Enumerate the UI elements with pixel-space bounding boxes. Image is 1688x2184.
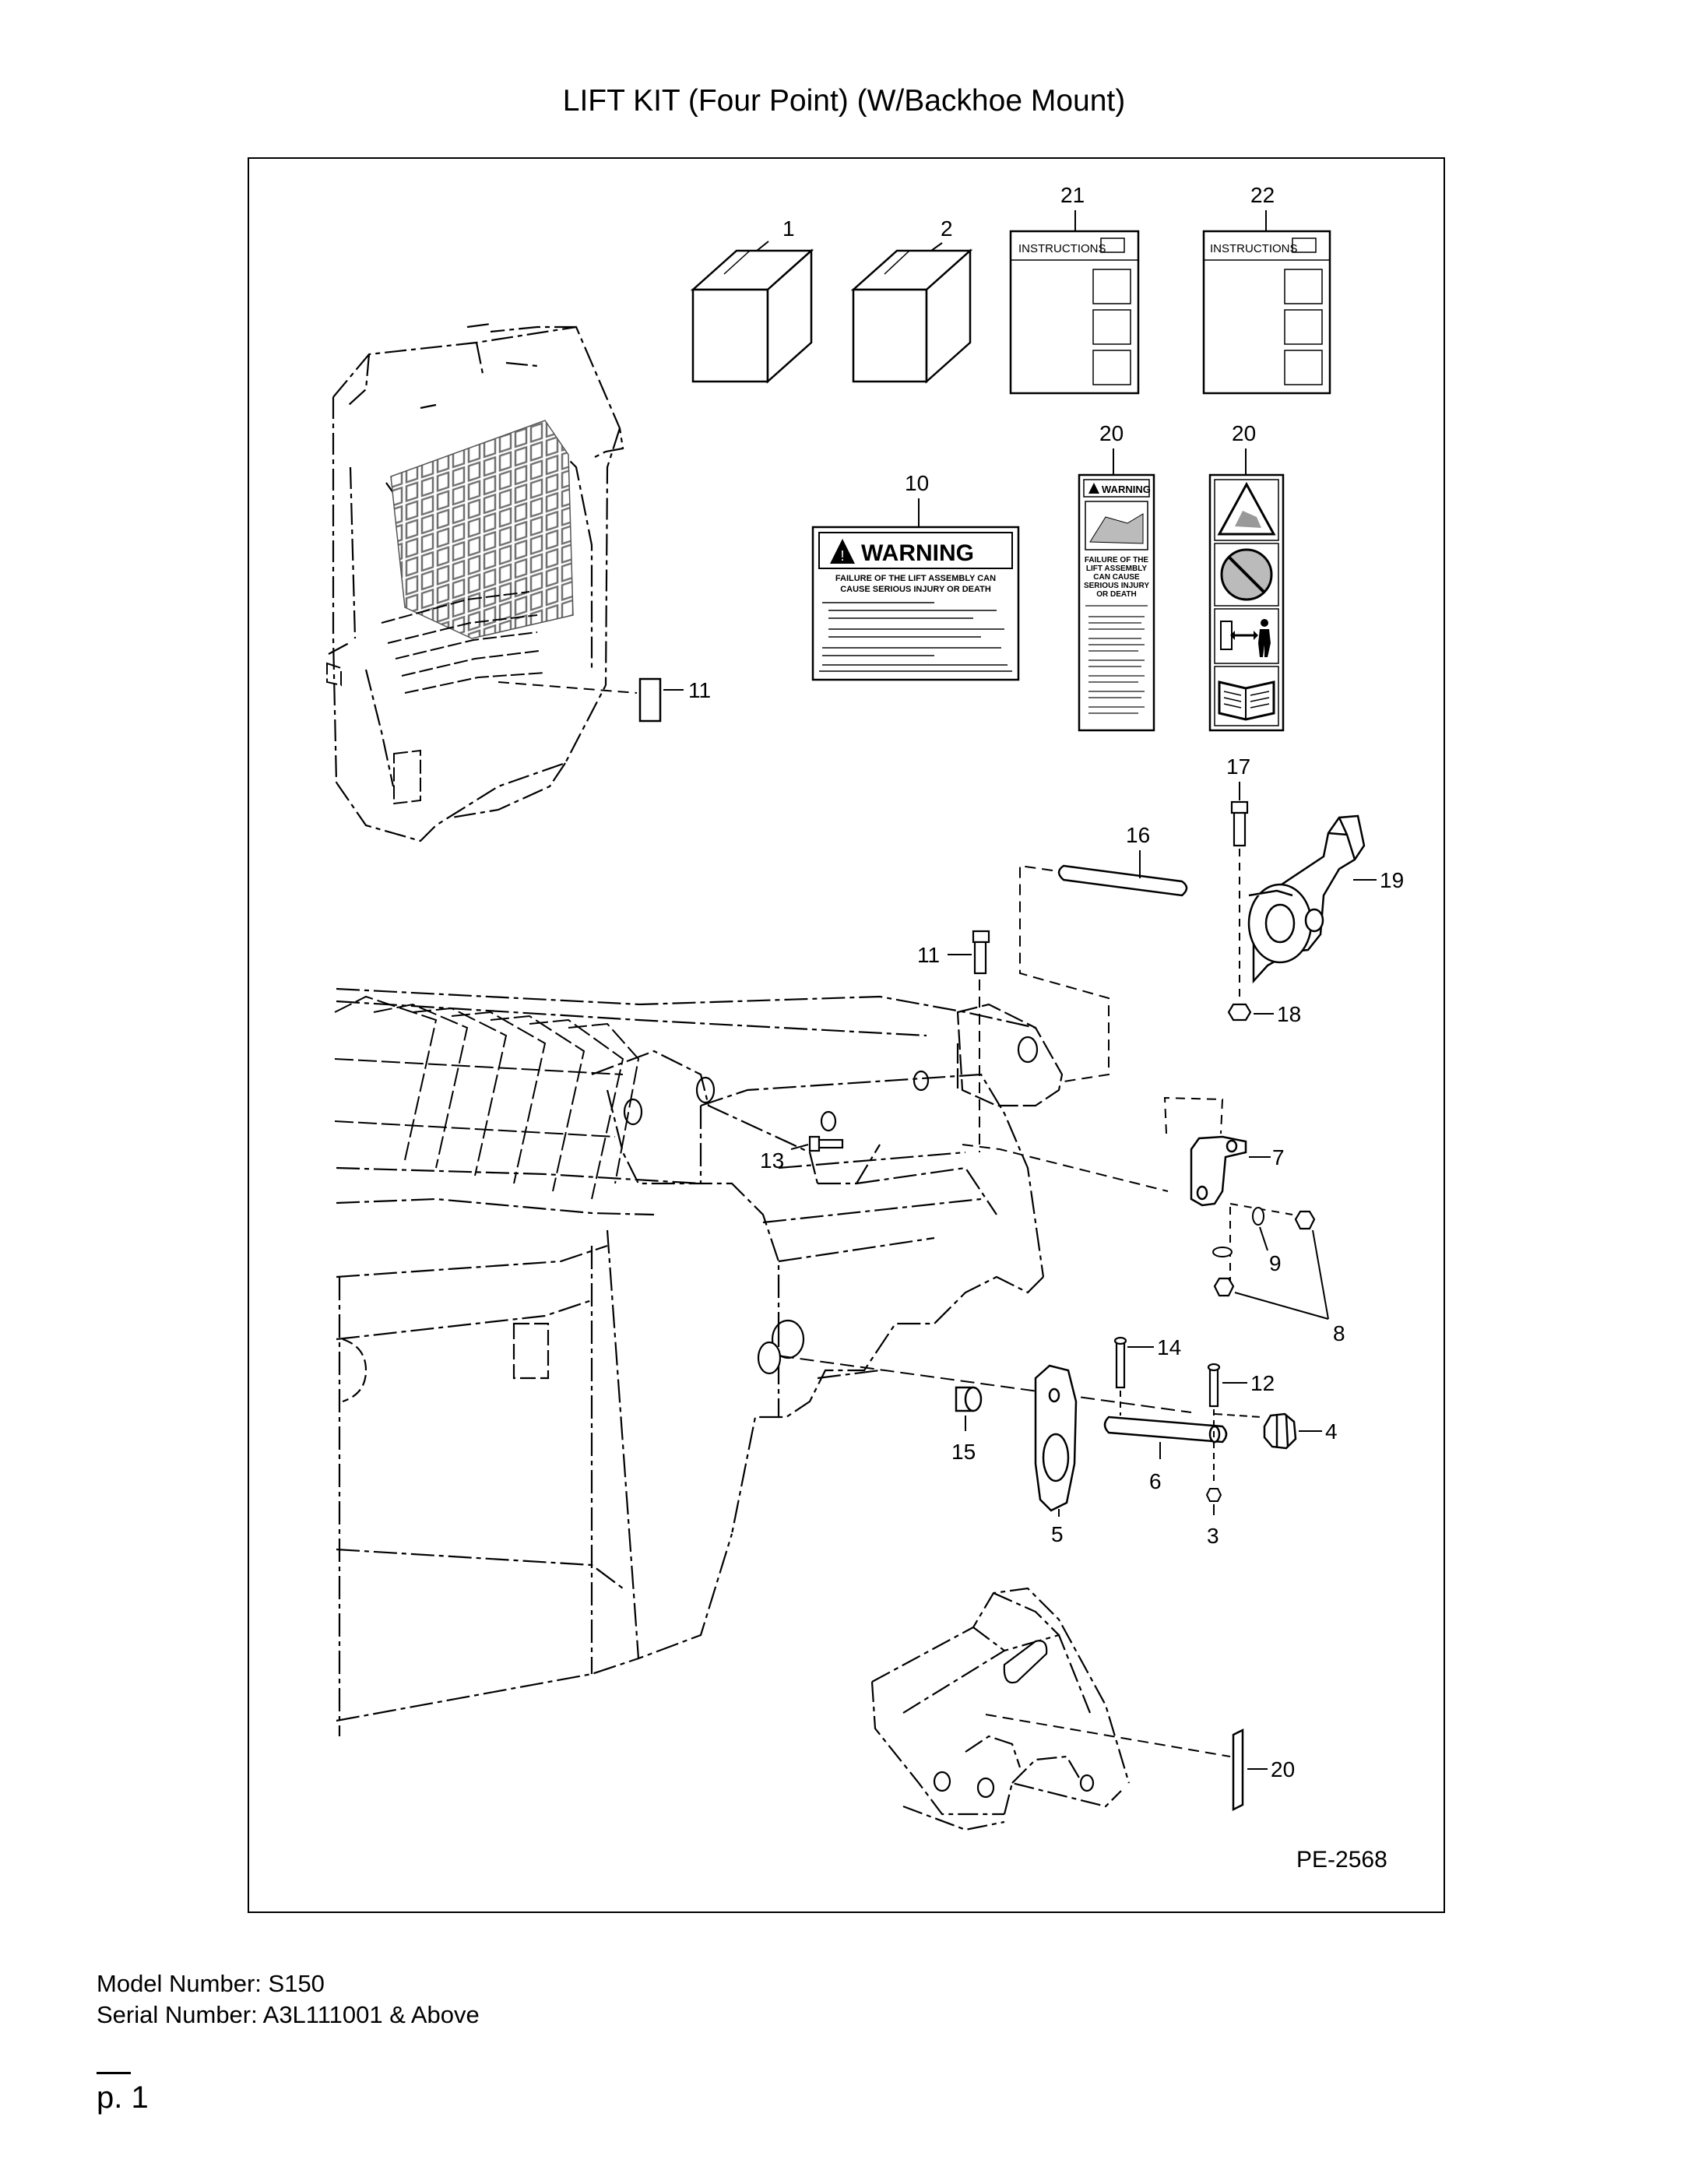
washer-9-b <box>1212 1247 1233 1257</box>
loader-pivot-holes <box>342 1070 930 1403</box>
callout-20-b: 20 <box>1232 421 1256 445</box>
loader-frame-phantom <box>336 987 1045 1736</box>
instruction-manual-21: INSTRUCTIONS <box>1009 230 1140 395</box>
svg-text:CAN CAUSE: CAN CAUSE <box>1093 573 1140 582</box>
callout-16: 16 <box>1126 823 1150 847</box>
pin-16 <box>1057 864 1188 897</box>
model-number: Model Number: S150 <box>97 1970 325 1997</box>
svg-text:!: ! <box>840 548 844 564</box>
warning-decal-10: ! WARNING FAILURE OF THE LIFT ASSEMBLY C… <box>811 526 1020 681</box>
callout-21: 21 <box>1060 183 1085 207</box>
mount-pivot-hole <box>1017 1036 1039 1064</box>
spacer-15 <box>955 1386 983 1412</box>
callout-9: 9 <box>1269 1251 1282 1275</box>
washer-9-a <box>1252 1207 1264 1226</box>
instruction-manual-22: INSTRUCTIONS <box>1202 230 1331 395</box>
backhoe-mount-lower-phantom <box>870 1587 1131 1831</box>
callout-19: 19 <box>1380 868 1404 892</box>
cotter-3 <box>1205 1488 1222 1502</box>
callout-11-b: 11 <box>917 943 940 967</box>
backhoe-mount-plate <box>956 1003 1064 1107</box>
drawing-code: PE-2568 <box>1296 1847 1387 1873</box>
callout-17: 17 <box>1226 754 1250 779</box>
svg-text:INSTRUCTIONS: INSTRUCTIONS <box>1210 242 1298 255</box>
pin-6 <box>1103 1416 1228 1444</box>
callout-20-a: 20 <box>1099 421 1124 445</box>
callout-2: 2 <box>941 216 953 241</box>
tall-warning-decal-20: WARNING FAILURE OF THE LIFT ASSEMBLY CAN… <box>1078 473 1155 732</box>
svg-text:INSTRUCTIONS: INSTRUCTIONS <box>1018 242 1106 255</box>
page-title: LIFT KIT (Four Point) (W/Backhoe Mount) <box>562 84 1126 118</box>
lower-mount-hole-a <box>933 1771 951 1792</box>
svg-text:SERIOUS INJURY: SERIOUS INJURY <box>1084 582 1149 590</box>
callout-1: 1 <box>782 216 795 241</box>
svg-text:FAILURE OF THE: FAILURE OF THE <box>1085 556 1149 564</box>
lift-bracket-19 <box>1247 814 1366 984</box>
nut-18 <box>1227 1003 1252 1022</box>
callout-11-a: 11 <box>688 678 711 702</box>
nut-8-b <box>1213 1277 1235 1297</box>
lower-mount-slot <box>1003 1640 1048 1684</box>
callout-7: 7 <box>1272 1145 1285 1169</box>
cab-screen-mesh <box>390 420 574 639</box>
svg-text:FAILURE OF THE LIFT ASSEMBLY C: FAILURE OF THE LIFT ASSEMBLY CAN <box>835 574 996 583</box>
page-number: p. 1 <box>97 2080 149 2115</box>
svg-text:WARNING: WARNING <box>861 540 974 566</box>
mount-decal-20 <box>1232 1728 1244 1812</box>
frame-pivot-boss <box>757 1341 782 1375</box>
bolt-13 <box>808 1135 844 1152</box>
svg-text:OR DEATH: OR DEATH <box>1096 590 1136 599</box>
bolt-17 <box>1230 800 1249 847</box>
callout-5: 5 <box>1051 1522 1064 1546</box>
castle-nut-4 <box>1263 1412 1297 1450</box>
svg-text:LIFT ASSEMBLY: LIFT ASSEMBLY <box>1086 564 1147 573</box>
callout-14: 14 <box>1157 1335 1181 1359</box>
lower-mount-hole-c <box>1079 1774 1095 1792</box>
cab-lower-vents <box>326 591 546 805</box>
pin-12 <box>1207 1363 1221 1408</box>
mount-bracket-7 <box>1190 1135 1247 1207</box>
diagram-frame <box>248 157 1445 1913</box>
nut-8-a <box>1294 1210 1316 1230</box>
loader-cab-phantom <box>328 322 624 842</box>
callout-6: 6 <box>1149 1469 1162 1493</box>
callout-8: 8 <box>1333 1321 1345 1345</box>
serial-number: Serial Number: A3L111001 & Above <box>97 2001 480 2028</box>
callout-18: 18 <box>1277 1002 1301 1026</box>
lower-mount-hole-b <box>976 1777 995 1799</box>
pictorial-decal-20 <box>1208 473 1285 732</box>
callout-13: 13 <box>760 1148 784 1173</box>
lift-eye-5 <box>1034 1364 1078 1512</box>
svg-text:WARNING: WARNING <box>1102 484 1151 495</box>
kit-box-1 <box>690 248 814 384</box>
callout-4: 4 <box>1325 1419 1338 1444</box>
callout-12: 12 <box>1250 1371 1275 1395</box>
callout-20-c: 20 <box>1271 1757 1295 1781</box>
callout-22: 22 <box>1250 183 1275 207</box>
bolt-11 <box>972 930 990 975</box>
kit-box-2 <box>850 248 973 384</box>
svg-text:CAUSE SERIOUS INJURY OR DEATH: CAUSE SERIOUS INJURY OR DEATH <box>840 585 991 594</box>
cab-decal-11 <box>638 677 662 723</box>
callout-10: 10 <box>905 471 929 495</box>
pin-14 <box>1113 1336 1127 1389</box>
callout-3: 3 <box>1207 1524 1219 1548</box>
callout-15: 15 <box>951 1440 976 1464</box>
page-number-rule <box>97 2072 131 2074</box>
